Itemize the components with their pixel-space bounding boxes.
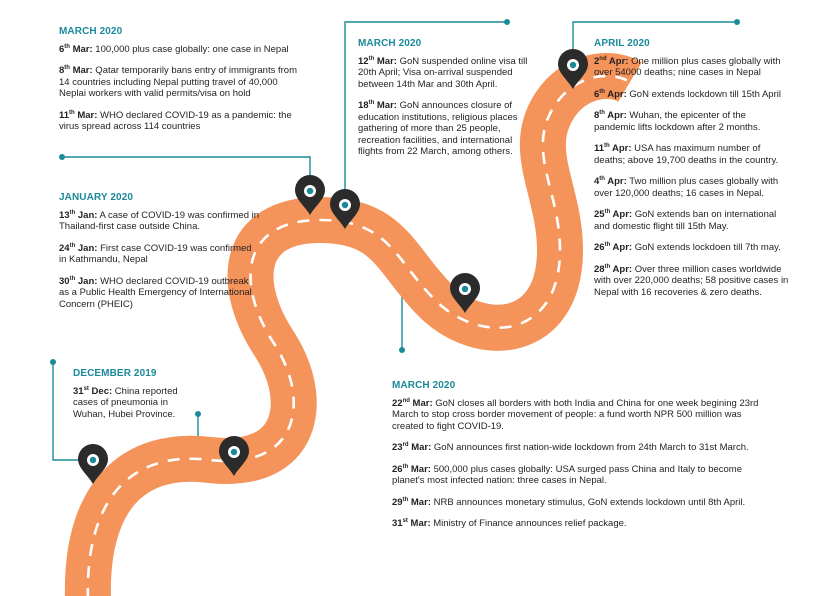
- location-pin-icon: [295, 175, 325, 215]
- timeline-entry: 31st Dec: China reported cases of pneumo…: [73, 385, 191, 421]
- entry-date: 25th Apr:: [594, 208, 633, 220]
- entry-text: China reported cases of pneumonia in Wuh…: [73, 385, 178, 420]
- section-april-2020: APRIL 2020 2nd Apr: One million plus cas…: [594, 38, 789, 308]
- timeline-entry: 24th Jan: First case COVID-19 was confir…: [59, 242, 259, 266]
- entry-text: Wuhan, the epicenter of the pandemic lif…: [594, 110, 761, 133]
- entry-text: Qatar temporarily bans entry of immigran…: [59, 65, 297, 99]
- entry-date: 11th Apr:: [594, 142, 632, 154]
- timeline-entry: 25th Apr: GoN extends ban on internation…: [594, 209, 789, 232]
- entry-date: 8th Apr:: [594, 109, 627, 121]
- section-december-2019: DECEMBER 2019 31st Dec: China reported c…: [73, 368, 191, 430]
- entry-date: 30th Jan:: [59, 275, 98, 287]
- section-heading: JANUARY 2020: [59, 192, 134, 203]
- entry-list: 6th Mar: 100,000 plus case globally: one…: [59, 43, 299, 133]
- entry-date: 8th Mar:: [59, 64, 93, 76]
- entry-date: 18th Mar:: [358, 99, 397, 111]
- entry-date: 23rd Mar:: [392, 441, 432, 453]
- entry-text: GoN closes all borders with both India a…: [392, 397, 759, 432]
- location-pin-icon: [450, 273, 480, 313]
- entry-date: 6th Apr:: [594, 88, 627, 100]
- road-body: [64, 53, 642, 596]
- entry-text: First case COVID-19 was confirmed in Kat…: [59, 242, 252, 266]
- timeline-entry: 28th Apr: Over three million cases world…: [594, 263, 789, 299]
- entry-text: WHO declared COVID-19 outbreak as a Publ…: [59, 275, 252, 310]
- location-pin-icon: [219, 436, 249, 476]
- timeline-entry: 8th Mar: Qatar temporarily bans entry of…: [59, 65, 299, 100]
- entry-date: 11th Mar:: [59, 109, 98, 121]
- timeline-entry: 30th Jan: WHO declared COVID-19 outbreak…: [59, 275, 259, 311]
- entry-text: A case of COVID-19 was confirmed in Thai…: [59, 209, 260, 233]
- entry-date: 26th Mar:: [392, 463, 431, 475]
- timeline-entry: 2nd Apr: One million plus cases globally…: [594, 55, 789, 79]
- timeline-entry: 6th Mar: 100,000 plus case globally: one…: [59, 43, 299, 56]
- entry-text: GoN extends ban on international and dom…: [594, 209, 777, 232]
- entry-list: 22nd Mar: GoN closes all borders with bo…: [392, 397, 762, 530]
- section-march-2020-bottom: MARCH 2020 22nd Mar: GoN closes all bord…: [392, 380, 762, 540]
- entry-date: 26th Apr:: [594, 241, 633, 253]
- entry-text: USA has maximum number of deaths; above …: [594, 143, 779, 166]
- entry-date: 2nd Apr:: [594, 55, 629, 67]
- section-heading: MARCH 2020: [358, 38, 422, 49]
- entry-date: 4th Apr:: [594, 175, 627, 187]
- entry-date: 28th Apr:: [594, 263, 633, 275]
- entry-text: GoN suspended online visa till 20th Apri…: [358, 55, 528, 90]
- entry-text: 500,000 plus cases globally: USA surged …: [392, 463, 743, 487]
- entry-text: GoN announces first nation-wide lockdown…: [431, 442, 749, 453]
- timeline-entry: 31st Mar: Ministry of Finance announces …: [392, 518, 762, 530]
- location-pin-icon: [558, 49, 588, 89]
- connector-dots: [50, 19, 740, 417]
- timeline-entry: 4th Apr: Two million plus cases globally…: [594, 176, 789, 199]
- timeline-entry: 13th Jan: A case of COVID-19 was confirm…: [59, 209, 260, 233]
- entry-list: 12th Mar: GoN suspended online visa till…: [358, 55, 533, 158]
- entry-text: NRB announces monetary stimulus, GoN ext…: [430, 496, 746, 508]
- section-march-2020-left: MARCH 2020 6th Mar: 100,000 plus case gl…: [59, 26, 299, 143]
- entry-date: 31st Dec:: [73, 385, 113, 397]
- timeline-entry: 8th Apr: Wuhan, the epicenter of the pan…: [594, 110, 789, 133]
- timeline-entry: 29th Mar: NRB announces monetary stimulu…: [392, 496, 762, 509]
- section-heading: DECEMBER 2019: [73, 368, 157, 379]
- entry-text: GoN announces closure of education insti…: [358, 100, 518, 157]
- section-heading: MARCH 2020: [59, 26, 123, 37]
- timeline-entry: 12th Mar: GoN suspended online visa till…: [358, 55, 533, 91]
- timeline-entry: 11th Apr: USA has maximum number of deat…: [594, 143, 789, 166]
- timeline-entry: 26th Mar: 500,000 plus cases globally: U…: [392, 463, 762, 487]
- entry-text: 100,000 plus case globally: one case in …: [92, 43, 289, 55]
- timeline-entry: 22nd Mar: GoN closes all borders with bo…: [392, 397, 762, 433]
- timeline-entry: 18th Mar: GoN announces closure of educa…: [358, 100, 533, 158]
- entry-list: 2nd Apr: One million plus cases globally…: [594, 55, 789, 299]
- entry-text: Two million plus cases globally with ove…: [594, 176, 779, 199]
- entry-text: GoN extends lockdoen till 7th may.: [632, 242, 781, 253]
- timeline-entry: 6th Apr: GoN extends lockdown till 15th …: [594, 88, 789, 101]
- location-pin-icon: [78, 444, 108, 484]
- entry-text: Over three million cases worldwide with …: [594, 263, 789, 298]
- timeline-entry: 23rd Mar: GoN announces first nation-wid…: [392, 442, 762, 454]
- entry-list: 31st Dec: China reported cases of pneumo…: [73, 385, 191, 421]
- entry-date: 13th Jan:: [59, 209, 98, 221]
- section-march-2020-top: MARCH 2020 12th Mar: GoN suspended onlin…: [358, 38, 533, 168]
- entry-date: 29th Mar:: [392, 496, 431, 508]
- entry-date: 6th Mar:: [59, 43, 93, 55]
- entry-text: Ministry of Finance announces relief pac…: [430, 518, 627, 529]
- entry-date: 12th Mar:: [358, 55, 397, 67]
- location-pin-icon: [330, 189, 360, 229]
- timeline-entry: 11th Mar: WHO declared COVID-19 as a pan…: [59, 109, 299, 133]
- entry-text: One million plus cases globally with ove…: [594, 55, 781, 79]
- section-january-2020: JANUARY 2020 13th Jan: A case of COVID-1…: [59, 192, 259, 320]
- timeline-entry: 26th Apr: GoN extends lockdoen till 7th …: [594, 242, 789, 254]
- entry-text: WHO declared COVID-19 as a pandemic: the…: [59, 109, 292, 133]
- entry-date: 31st Mar:: [392, 517, 431, 529]
- section-heading: APRIL 2020: [594, 38, 650, 49]
- entry-date: 24th Jan:: [59, 242, 98, 254]
- entry-list: 13th Jan: A case of COVID-19 was confirm…: [59, 209, 260, 311]
- entry-text: GoN extends lockdown till 15th April: [626, 88, 781, 100]
- section-heading: MARCH 2020: [392, 380, 456, 391]
- entry-date: 22nd Mar:: [392, 397, 433, 409]
